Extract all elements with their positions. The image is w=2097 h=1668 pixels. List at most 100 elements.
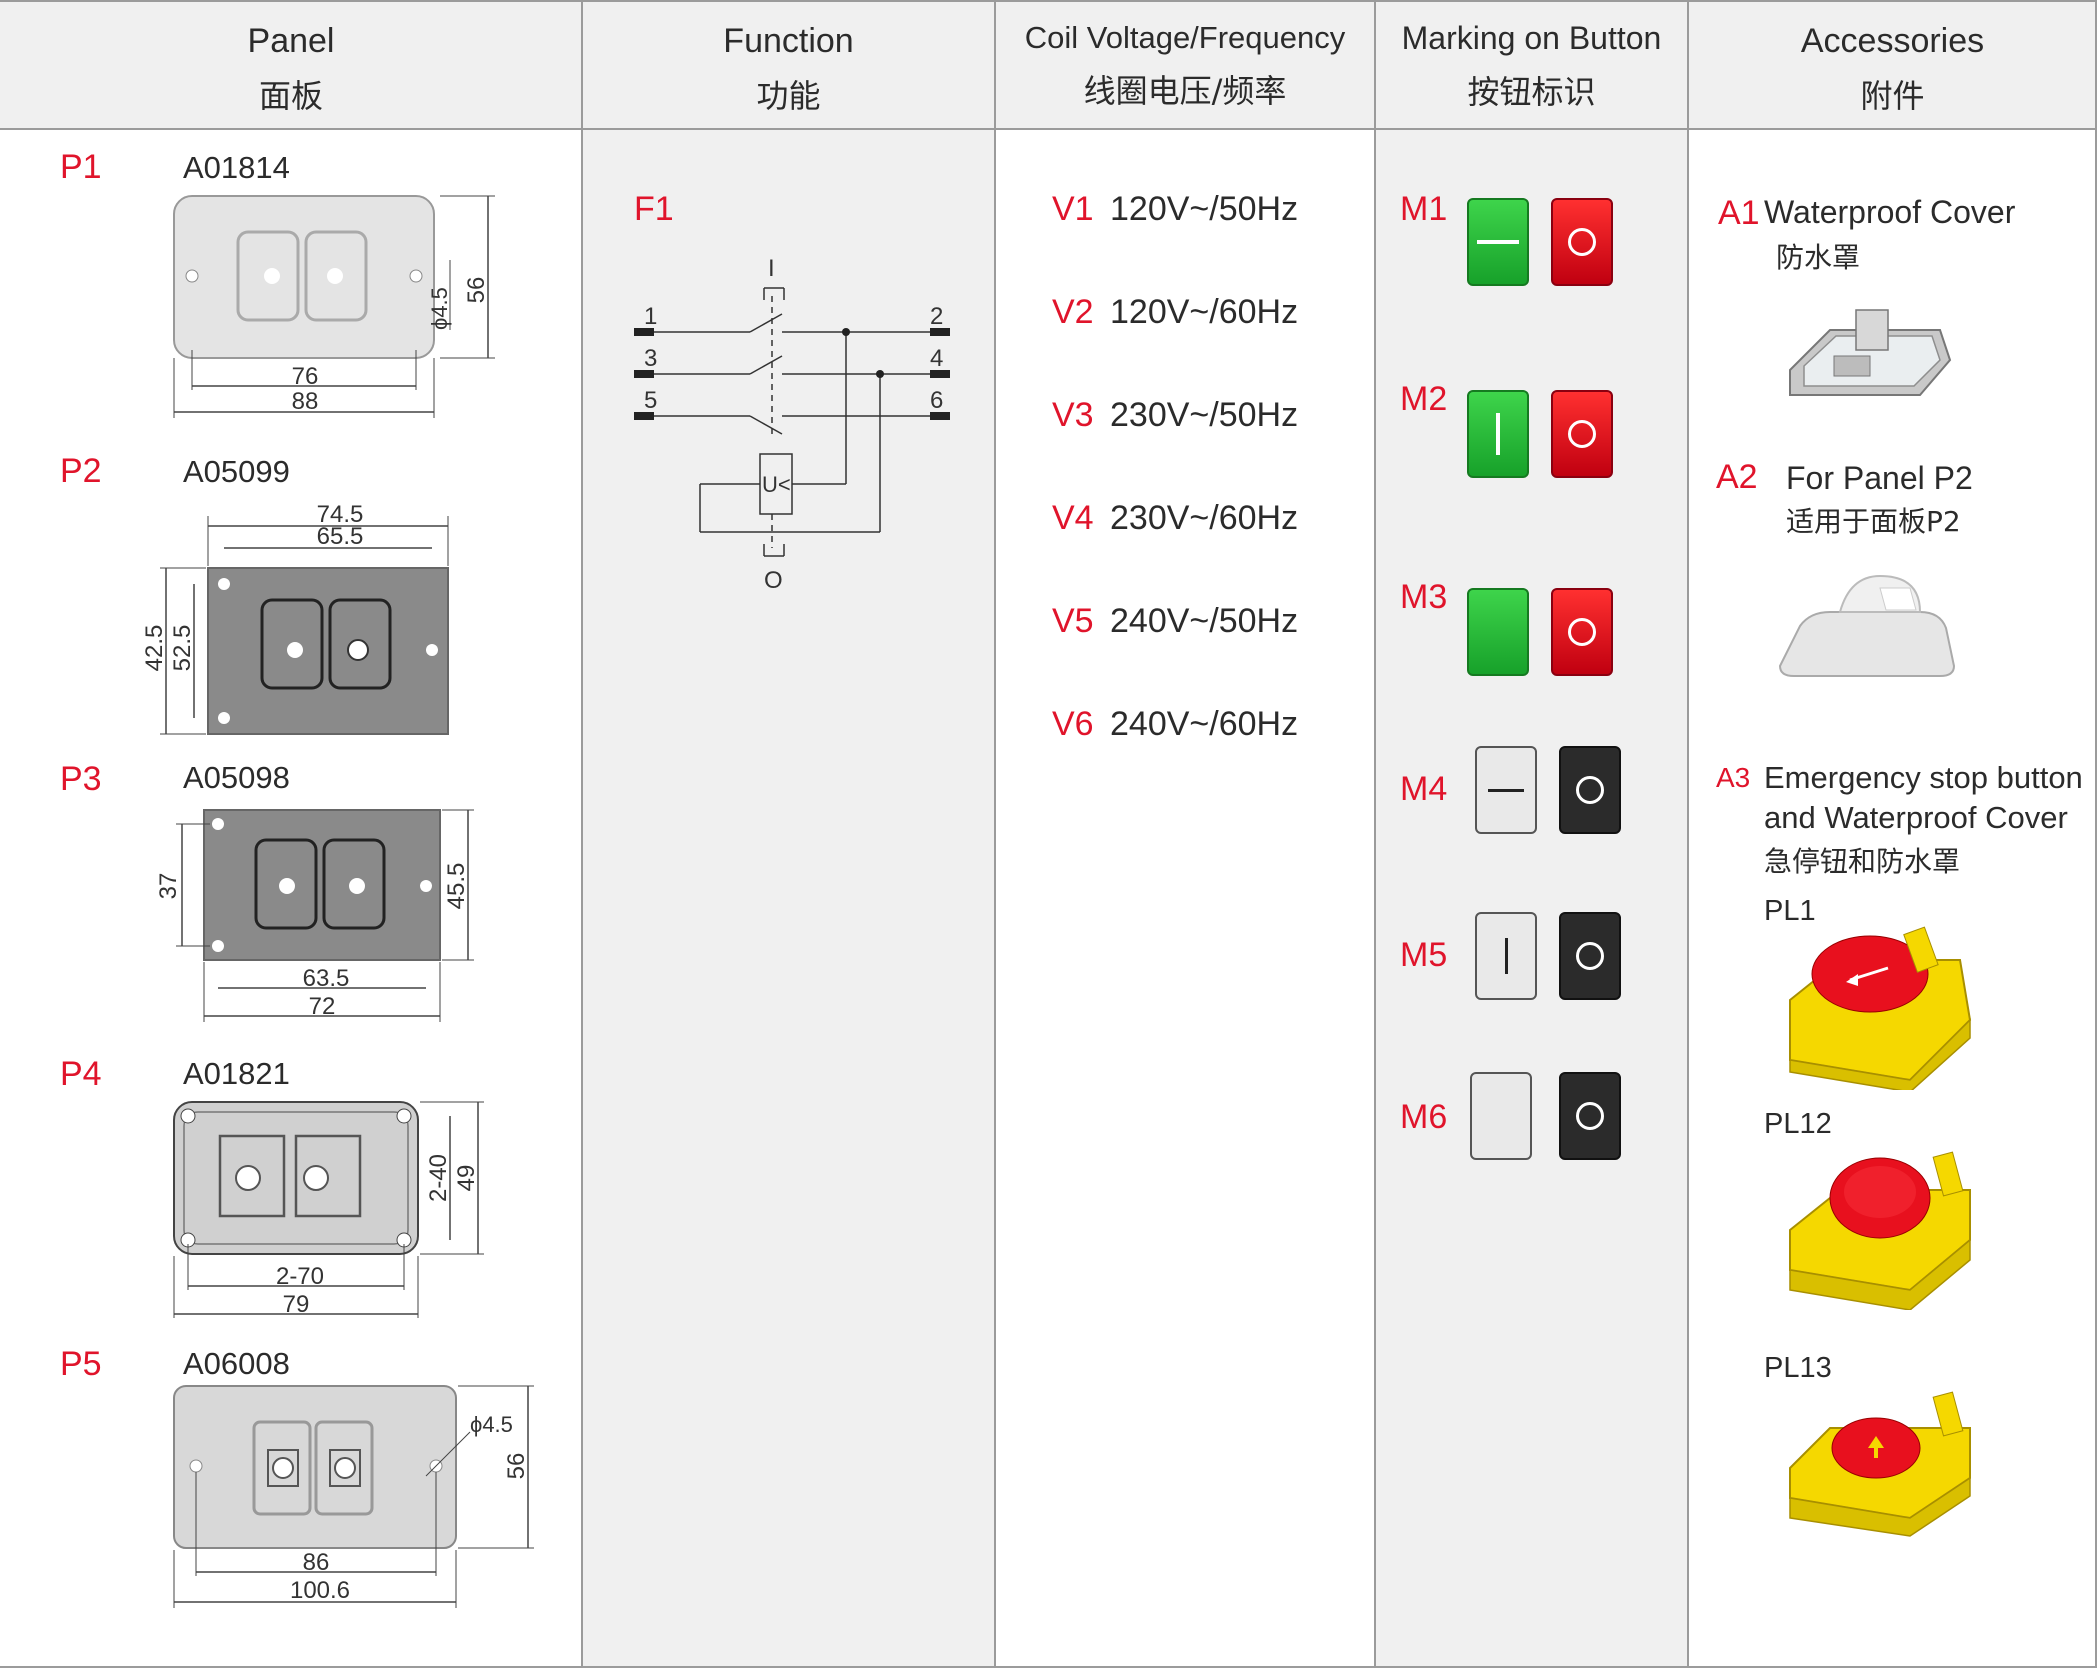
header-function-cn: 功能 xyxy=(756,77,821,115)
panel-p1-code: A01814 xyxy=(183,150,290,185)
marking-m5-id: M5 xyxy=(1400,936,1448,974)
grid-col-2 xyxy=(994,0,996,1668)
panel-p1-id: P1 xyxy=(60,148,102,186)
panel-p3-id: P3 xyxy=(60,760,102,798)
p3-dim-45-5: 45.5 xyxy=(443,863,470,910)
p4-dim-2-70: 2-70 xyxy=(276,1263,324,1290)
header-accessories-en: Accessories xyxy=(1800,22,1985,60)
function-column-bg xyxy=(582,0,995,1668)
voltage-v1-id: V1 xyxy=(1052,190,1094,228)
accessory-a2-cn: 适用于面板P2 xyxy=(1786,505,1961,538)
panel-p3-code: A05098 xyxy=(183,760,290,795)
p5-dim-86: 86 xyxy=(303,1549,330,1576)
panel-p5-id: P5 xyxy=(60,1345,102,1383)
terminal-6: 6 xyxy=(930,387,943,414)
off-label: O xyxy=(764,567,783,594)
grid-col-4 xyxy=(1687,0,1689,1668)
grid-col-1 xyxy=(581,0,583,1668)
header-accessories-cn: 附件 xyxy=(1860,77,1925,115)
terminal-1: 1 xyxy=(644,303,657,330)
grid-bottom xyxy=(0,1666,2097,1668)
header-panel-cn: 面板 xyxy=(258,77,323,115)
header-panel-en: Panel xyxy=(247,22,335,60)
header-function: Function 功能 xyxy=(582,0,995,128)
marking-m1-id: M1 xyxy=(1400,190,1448,228)
panel-p4-drawing: 2-70 79 2-40 49 xyxy=(173,1101,484,1318)
estop-pl1-image xyxy=(1789,926,1972,1090)
accessory-a3-cn: 急停钮和防水罩 xyxy=(1764,845,1961,878)
header-function-en: Function xyxy=(723,22,854,60)
accessory-a2-id: A2 xyxy=(1716,458,1758,496)
p4-dim-2-40: 2-40 xyxy=(425,1154,452,1202)
estop-pl12-image xyxy=(1789,1151,1971,1310)
p5-dim-100-6: 100.6 xyxy=(290,1577,350,1604)
estop-pl13-image xyxy=(1789,1391,1971,1537)
panel-p4-id: P4 xyxy=(60,1055,102,1093)
waterproof-cover-image xyxy=(1789,309,1952,396)
marking-m4-id: M4 xyxy=(1400,770,1448,808)
voltage-v2-id: V2 xyxy=(1052,293,1094,331)
p5-dim-hole: ϕ4.5 xyxy=(470,1412,513,1437)
m1-stop-button xyxy=(1551,198,1613,286)
function-diagram: 1 2 3 4 5 6 I O U< xyxy=(634,255,950,594)
voltage-v5-id: V5 xyxy=(1052,602,1094,640)
grid-col-3 xyxy=(1374,0,1376,1668)
marking-m3-id: M3 xyxy=(1400,578,1448,616)
m6-start-button xyxy=(1470,1072,1532,1160)
accessory-a3-en-line2: and Waterproof Cover xyxy=(1764,800,2068,835)
m4-start-button xyxy=(1475,746,1537,834)
p2-dim-74-5: 74.5 xyxy=(317,501,364,528)
voltage-v1-value: 120V~/50Hz xyxy=(1110,190,1299,228)
p5-dim-56: 56 xyxy=(503,1453,530,1480)
panel-p2-code: A05099 xyxy=(183,454,290,489)
voltage-v6-id: V6 xyxy=(1052,705,1094,743)
accessory-a2-en: For Panel P2 xyxy=(1786,460,1973,496)
panel-p5-drawing: ϕ4.5 56 86 100.6 xyxy=(173,1385,534,1608)
p1-dim-88: 88 xyxy=(292,388,319,415)
terminal-2: 2 xyxy=(930,303,943,330)
panel-p2-cover-image xyxy=(1778,574,1956,677)
p1-dim-56: 56 xyxy=(463,277,490,304)
marking-column-bg xyxy=(1375,0,1688,1668)
p2-dim-52-5: 52.5 xyxy=(169,625,196,672)
marking-m2-id: M2 xyxy=(1400,380,1448,418)
grid-top xyxy=(0,0,2097,2)
p3-dim-37: 37 xyxy=(155,873,182,900)
m3-stop-button xyxy=(1551,588,1613,676)
panel-p3-drawing: 37 45.5 63.5 72 xyxy=(155,809,474,1022)
estop-pl13-label: PL13 xyxy=(1764,1352,1832,1384)
header-accessories: Accessories 附件 xyxy=(1688,0,2097,128)
estop-pl1-label: PL1 xyxy=(1764,895,1816,927)
p3-dim-63-5: 63.5 xyxy=(303,965,350,992)
panel-p5-code: A06008 xyxy=(183,1346,290,1381)
terminal-4: 4 xyxy=(930,345,943,372)
marking-m6-id: M6 xyxy=(1400,1098,1448,1136)
m5-stop-button xyxy=(1559,912,1621,1000)
grid-right xyxy=(2095,0,2097,1668)
voltage-v4-id: V4 xyxy=(1052,499,1094,537)
m4-stop-button xyxy=(1559,746,1621,834)
p3-dim-72: 72 xyxy=(309,993,336,1020)
p4-dim-49: 49 xyxy=(453,1165,480,1192)
on-label: I xyxy=(768,255,775,282)
terminal-5: 5 xyxy=(644,387,657,414)
panel-p4-code: A01821 xyxy=(183,1056,290,1091)
accessory-a1-id: A1 xyxy=(1718,194,1760,232)
voltage-v4-value: 230V~/60Hz xyxy=(1110,499,1299,537)
voltage-v2-value: 120V~/60Hz xyxy=(1110,293,1299,331)
m5-start-button xyxy=(1475,912,1537,1000)
p4-dim-79: 79 xyxy=(283,1291,310,1318)
accessory-a3-en-line1: Emergency stop button xyxy=(1764,760,2083,795)
panel-p2-id: P2 xyxy=(60,452,102,490)
header-coil-en: Coil Voltage/Frequency xyxy=(1024,20,1346,55)
function-f1-id: F1 xyxy=(634,190,674,228)
p1-dim-76: 76 xyxy=(292,363,319,390)
terminal-3: 3 xyxy=(644,345,657,372)
grid-header-bottom xyxy=(0,128,2097,130)
m6-stop-button xyxy=(1559,1072,1621,1160)
header-marking: Marking on Button 按钮标识 xyxy=(1375,0,1688,128)
m2-start-button xyxy=(1467,390,1529,478)
header-coil-cn: 线圈电压/频率 xyxy=(1083,72,1287,110)
header-coil: Coil Voltage/Frequency 线圈电压/频率 xyxy=(995,0,1375,128)
